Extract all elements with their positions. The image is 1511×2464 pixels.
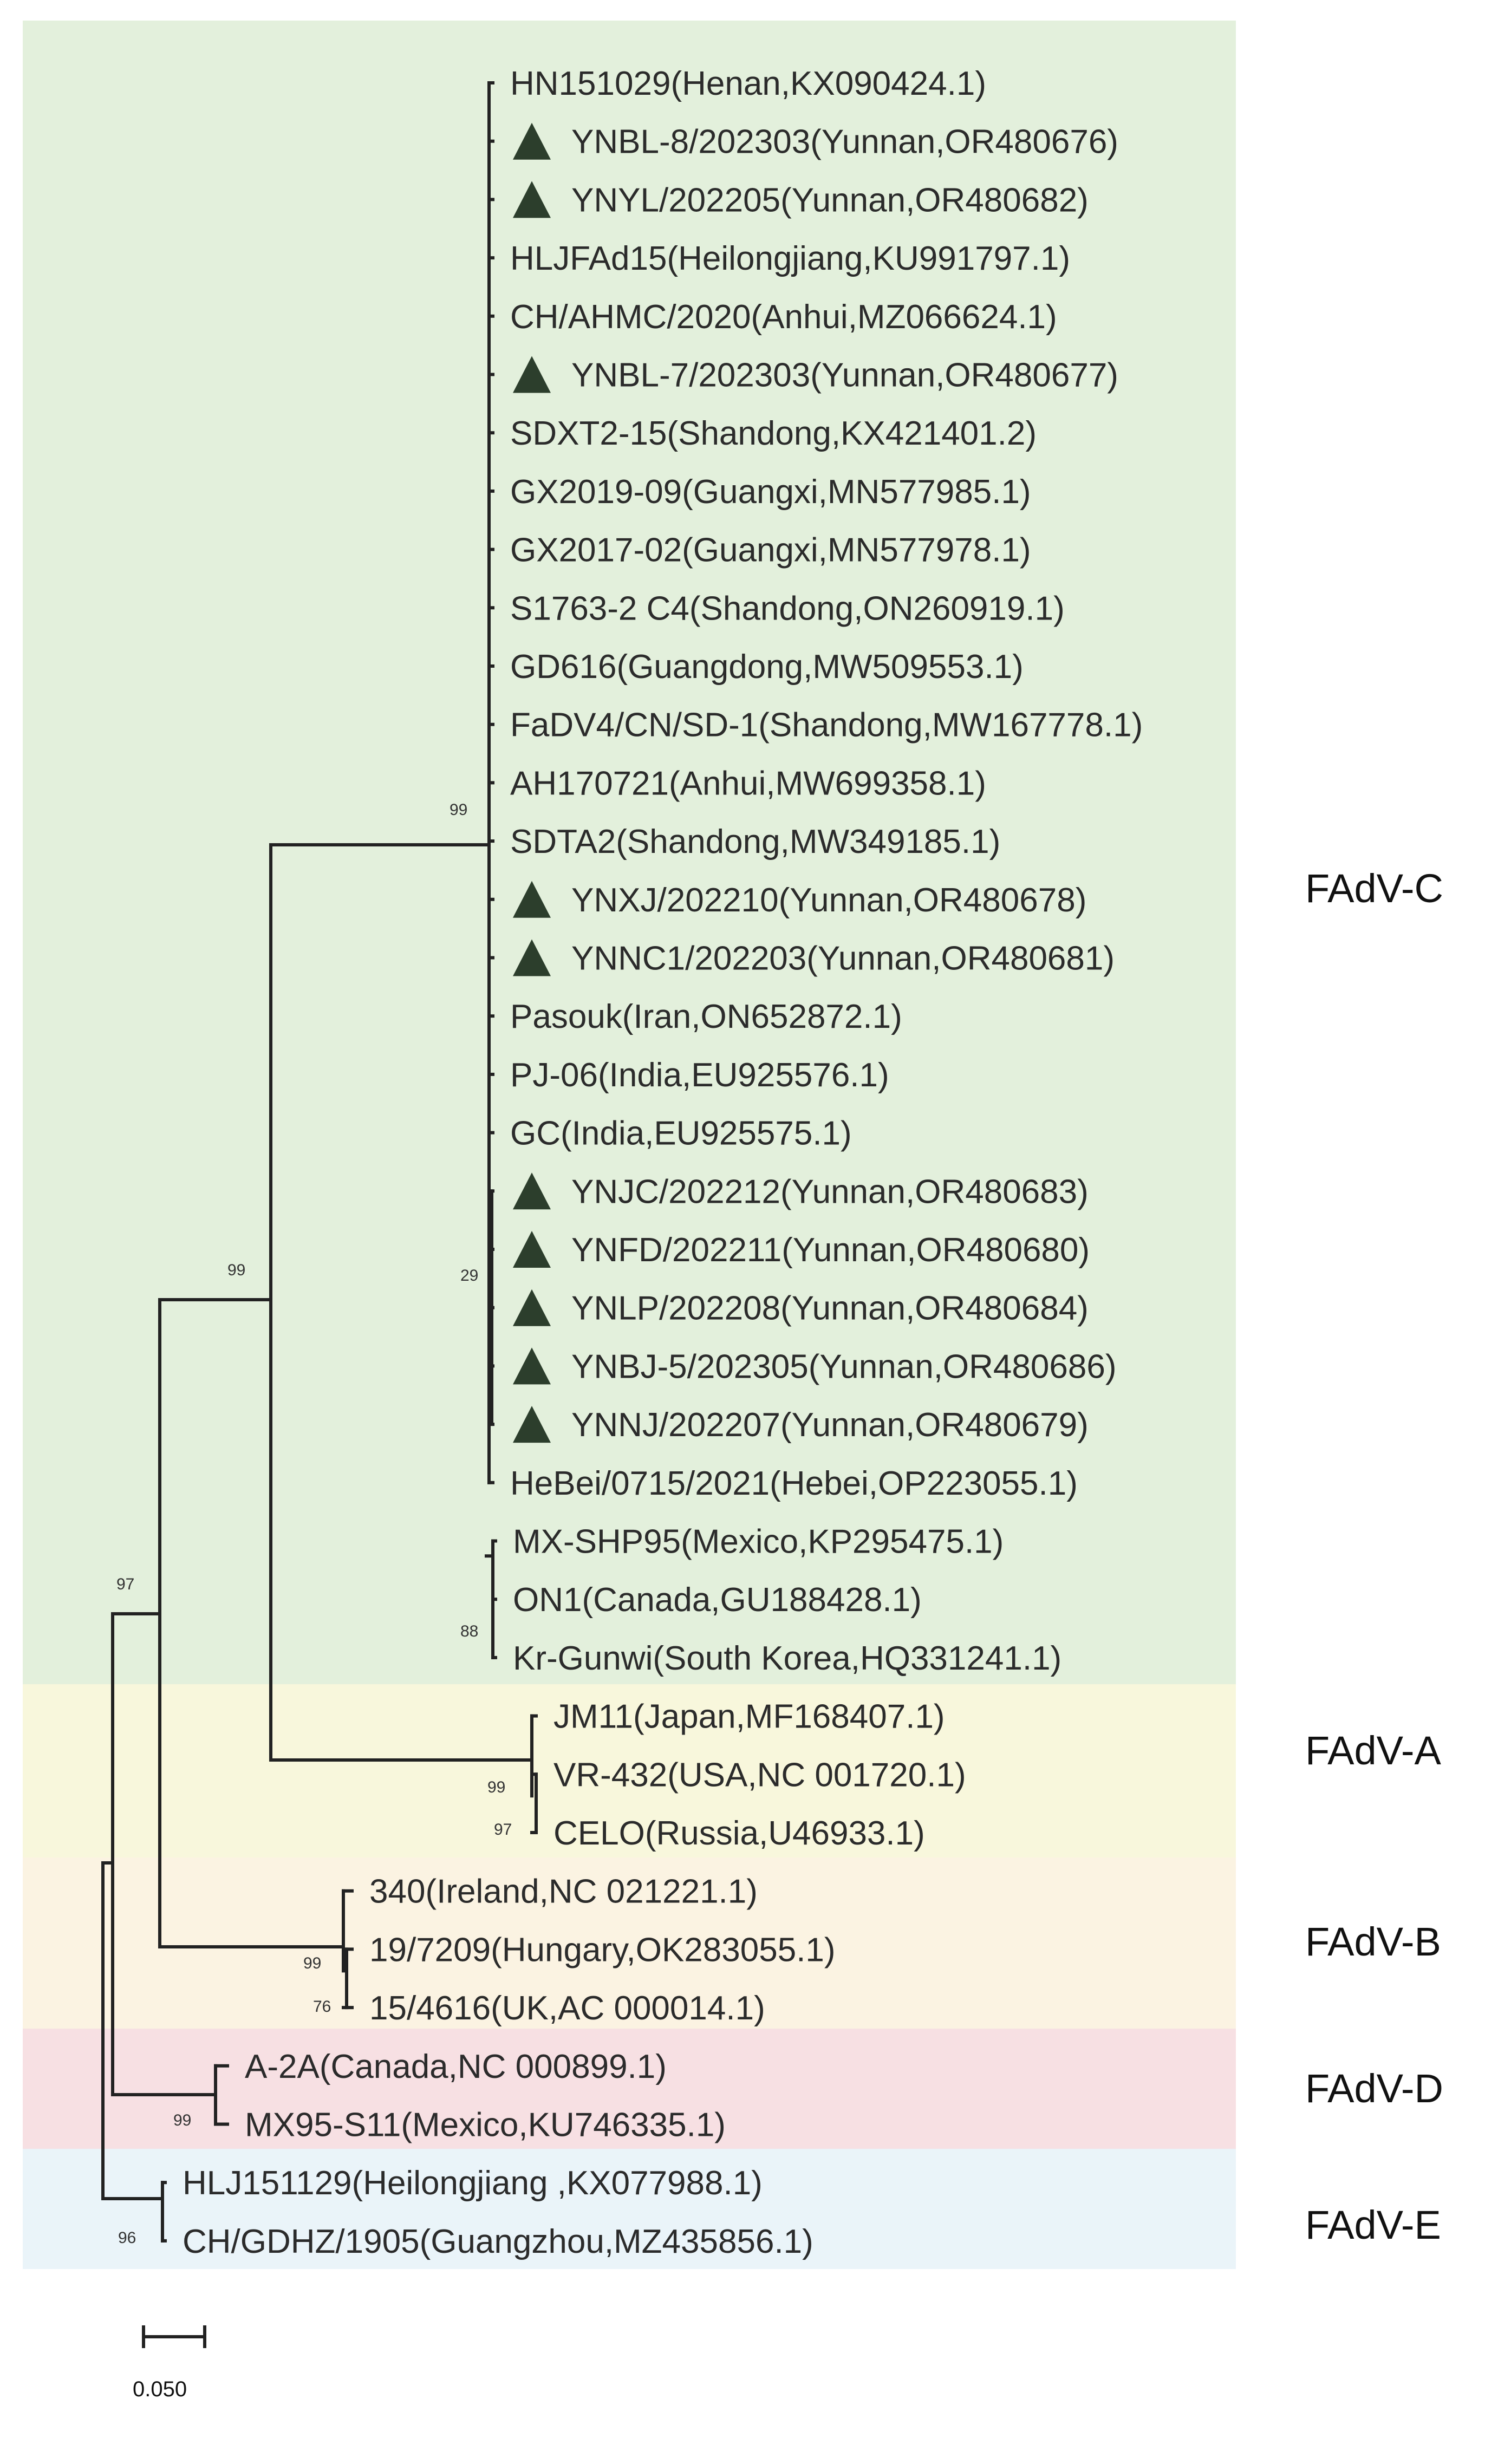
triangle-marker-icon [513, 939, 551, 976]
leaf-label: HeBei/0715/2021(Hebei,OP223055.1) [510, 1465, 1078, 1502]
leaf-label: YNBJ-5/202305(Yunnan,OR480686) [571, 1348, 1116, 1385]
leaf-label: VR-432(USA,NC 001720.1) [553, 1756, 966, 1794]
leaf-label: YNXJ/202210(Yunnan,OR480678) [571, 882, 1086, 919]
clade-label-fadv-d: FAdV-D [1305, 2066, 1443, 2111]
triangle-marker-icon [513, 1231, 551, 1268]
clade-labels: FAdV-C FAdV-A FAdV-B FAdV-D FAdV-E [1305, 866, 1443, 2247]
bootstrap-value: 99 [303, 1954, 321, 1972]
leaf-label: GX2017-02(Guangxi,MN577978.1) [510, 532, 1031, 569]
triangle-marker-icon [513, 1406, 551, 1443]
clade-label-fadv-e: FAdV-E [1305, 2202, 1441, 2247]
leaf-label: YNBL-8/202303(Yunnan,OR480676) [571, 123, 1118, 161]
leaf-label: YNLP/202208(Yunnan,OR480684) [571, 1290, 1089, 1327]
clade-band-fadv-b [23, 1857, 1236, 2029]
leaf-label: GD616(Guangdong,MW509553.1) [510, 648, 1024, 686]
bootstrap-value: 97 [494, 1821, 512, 1839]
leaf-label: YNNJ/202207(Yunnan,OR480679) [571, 1406, 1089, 1444]
scale-bar: 0.050 [133, 2325, 206, 2401]
tree-branches [101, 81, 538, 2243]
triangle-marker-icon [513, 1172, 551, 1210]
leaf-label: 340(Ireland,NC 021221.1) [369, 1873, 758, 1911]
bootstrap-value: 99 [450, 801, 467, 819]
clade-band-fadv-e [23, 2149, 1236, 2269]
bootstrap-value: 29 [460, 1267, 478, 1285]
leaf-markers [513, 122, 551, 1443]
leaf-label: YNNC1/202203(Yunnan,OR480681) [571, 940, 1115, 977]
clade-label-fadv-b: FAdV-B [1305, 1919, 1441, 1964]
bootstrap-value: 99 [227, 1261, 245, 1279]
leaf-label: Pasouk(Iran,ON652872.1) [510, 998, 902, 1035]
leaf-labels: HN151029(Henan,KX090424.1) YNBL-8/202303(… [183, 65, 1143, 2260]
bootstrap-values: 99 99 97 29 88 99 97 99 76 99 96 [116, 801, 512, 2247]
leaf-label: AH170721(Anhui,MW699358.1) [510, 765, 986, 802]
leaf-label: YNFD/202211(Yunnan,OR480680) [571, 1231, 1090, 1269]
leaf-label: SDXT2-15(Shandong,KX421401.2) [510, 415, 1037, 452]
scale-bar-label: 0.050 [133, 2377, 187, 2401]
leaf-label: CELO(Russia,U46933.1) [553, 1815, 925, 1852]
leaf-label: CH/AHMC/2020(Anhui,MZ066624.1) [510, 298, 1057, 336]
leaf-label: CH/GDHZ/1905(Guangzhou,MZ435856.1) [183, 2223, 813, 2260]
leaf-label: SDTA2(Shandong,MW349185.1) [510, 823, 1000, 861]
triangle-marker-icon [513, 1347, 551, 1385]
leaf-label: PJ-06(India,EU925576.1) [510, 1057, 889, 1094]
bootstrap-value: 99 [487, 1778, 505, 1796]
triangle-marker-icon [513, 356, 551, 393]
triangle-marker-icon [513, 881, 551, 918]
bootstrap-value: 76 [313, 1998, 331, 2016]
leaf-label: 19/7209(Hungary,OK283055.1) [369, 1931, 836, 1968]
leaf-label: ON1(Canada,GU188428.1) [513, 1581, 922, 1619]
leaf-label: YNBL-7/202303(Yunnan,OR480677) [571, 357, 1118, 394]
bootstrap-value: 97 [116, 1575, 134, 1593]
leaf-label: 15/4616(UK,AC 000014.1) [369, 1990, 765, 2027]
leaf-label: GC(India,EU925575.1) [510, 1115, 852, 1152]
leaf-label: Kr-Gunwi(South Korea,HQ331241.1) [513, 1640, 1061, 1677]
leaf-label: S1763-2 C4(Shandong,ON260919.1) [510, 590, 1065, 627]
bootstrap-value: 96 [118, 2229, 136, 2247]
bootstrap-value: 99 [173, 2111, 191, 2129]
leaf-label: HN151029(Henan,KX090424.1) [510, 65, 986, 102]
leaf-label: HLJ151129(Heilongjiang ,KX077988.1) [183, 2165, 763, 2202]
triangle-marker-icon [513, 181, 551, 218]
clade-label-fadv-c: FAdV-C [1305, 866, 1443, 911]
leaf-label: JM11(Japan,MF168407.1) [553, 1698, 945, 1736]
bootstrap-value: 88 [460, 1622, 478, 1640]
leaf-label: MX95-S11(Mexico,KU746335.1) [245, 2107, 726, 2144]
leaf-label: FaDV4/CN/SD-1(Shandong,MW167778.1) [510, 707, 1143, 744]
leaf-label: A-2A(Canada,NC 000899.1) [245, 2048, 667, 2085]
leaf-label: HLJFAd15(Heilongjiang,KU991797.1) [510, 240, 1070, 277]
leaf-label: MX-SHP95(Mexico,KP295475.1) [513, 1523, 1004, 1561]
clade-bands [23, 21, 1236, 2269]
clade-label-fadv-a: FAdV-A [1305, 1728, 1442, 1773]
clade-band-fadv-d [23, 2029, 1236, 2149]
leaf-label: GX2019-09(Guangxi,MN577985.1) [510, 473, 1031, 511]
clade-band-fadv-a [23, 1684, 1236, 1857]
triangle-marker-icon [513, 122, 551, 160]
triangle-marker-icon [513, 1289, 551, 1326]
leaf-label: YNYL/202205(Yunnan,OR480682) [571, 181, 1089, 219]
leaf-label: YNJC/202212(Yunnan,OR480683) [571, 1173, 1089, 1210]
clade-band-fadv-c [23, 21, 1236, 1684]
